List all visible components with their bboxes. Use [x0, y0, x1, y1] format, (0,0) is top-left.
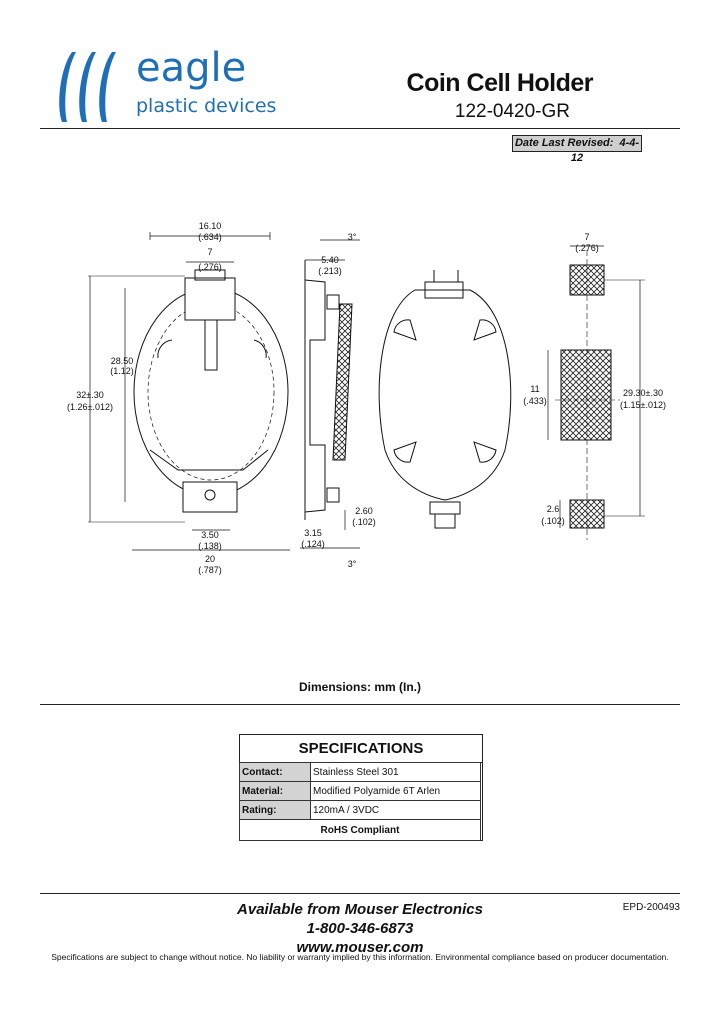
footer-contact: Available from Mouser Electronics 1-800-… [200, 900, 520, 957]
dim-width-total-in: (.787) [198, 565, 222, 575]
header-rule [40, 128, 680, 129]
dim-angle-bottom: 3° [348, 559, 357, 569]
revision-box: Date Last Revised: 4-4-12 [512, 135, 642, 164]
spec-label: Material: [239, 781, 311, 801]
logo-brand: eagle [136, 45, 247, 91]
dim-angle-top: 3° [348, 232, 357, 242]
spec-label: Contact: [239, 762, 311, 782]
dim-small-pad-in: (.102) [541, 516, 565, 526]
dim-height-inner-in: (1.12) [110, 366, 134, 376]
technical-drawing: 16.10 (.634) 7 (.276) 28.50 (1.12) 32±.3… [67, 221, 666, 575]
dim-tab-width: 7 [207, 247, 212, 257]
footer-phone: 1-800-346-6873 [306, 920, 414, 937]
dim-height-outer: 32±.30 [76, 390, 103, 400]
back-view [378, 270, 512, 529]
dim-height-inner: 28.50 [111, 356, 134, 366]
dim-bottom-small-in: (.138) [198, 541, 222, 551]
specs-box: SPECIFICATIONS Contact: Stainless Steel … [239, 734, 483, 841]
dim-center-pad: 11 [530, 384, 539, 394]
dim-bottom-small: 3.50 [201, 530, 219, 540]
spec-value: Modified Polyamide 6T Arlen [310, 781, 481, 801]
units-caption: Dimensions: mm (In.) [298, 680, 421, 694]
dim-span-in: (1.15±.012) [620, 400, 666, 410]
dim-small-pad: 2.6 [547, 504, 560, 514]
spec-value: 120mA / 3VDC [310, 800, 481, 820]
dim-pin-h: 2.60 [355, 506, 373, 516]
logo-tagline: plastic devices [136, 95, 277, 117]
front-dim-labels: 16.10 (.634) 7 (.276) 28.50 (1.12) 32±.3… [67, 221, 222, 575]
dim-pad-width-in: (.276) [575, 243, 599, 253]
doc-id: EPD-200493 [622, 902, 680, 913]
dim-width-top: 16.10 [199, 221, 222, 231]
spec-label: Rating: [239, 800, 311, 820]
drawing-rule [40, 704, 680, 705]
part-number: 122-0420-GR [454, 101, 570, 122]
rohs-compliant: RoHS Compliant [239, 819, 481, 841]
dim-span: 29.30±.30 [623, 388, 663, 398]
dim-center-pad-in: (.433) [523, 396, 547, 406]
spec-row: RoHS Compliant [239, 819, 481, 841]
disclaimer: Specifications are subject to change wit… [51, 952, 669, 962]
dim-width-total: 20 [205, 554, 215, 564]
footer-rule [40, 893, 680, 894]
footer-web-link[interactable]: www.mouser.com [296, 939, 424, 956]
spec-row: Rating: 120mA / 3VDC [239, 800, 481, 820]
dim-offset: 3.15 [304, 528, 322, 538]
footer-available: Available from Mouser Electronics [237, 901, 483, 918]
dim-offset-in: (.124) [301, 539, 325, 549]
spec-row: Contact: Stainless Steel 301 [239, 762, 481, 782]
dim-pin-h-in: (.102) [352, 517, 376, 527]
specs-heading: SPECIFICATIONS [240, 735, 482, 763]
dim-depth-in: (.213) [318, 266, 342, 276]
pad-dim-labels: 7 (.276) 11 (.433) 29.30±.30 (1.15±.012)… [523, 232, 666, 526]
revised-date: 4-4-12 [570, 137, 640, 164]
dim-height-outer-in: (1.26±.012) [67, 402, 113, 412]
revised-label: Date Last Revised: [514, 137, 614, 149]
page-title: Coin Cell Holder [406, 69, 594, 97]
dim-pad-width: 7 [584, 232, 589, 242]
dim-tab-width-in: (.276) [198, 262, 222, 272]
side-view [300, 239, 360, 549]
spec-row: Material: Modified Polyamide 6T Arlen [239, 781, 481, 801]
logo-stripes-icon [59, 52, 116, 122]
side-dim-labels: 3° 5.40 (.213) 2.60 (.102) 3.15 (.124) 3… [301, 232, 376, 569]
logo: eagle plastic devices [48, 46, 278, 126]
front-view [88, 232, 290, 551]
pad-layout [547, 245, 645, 540]
dim-depth: 5.40 [321, 255, 339, 265]
spec-value: Stainless Steel 301 [310, 762, 481, 782]
dim-width-top-in: (.634) [198, 232, 222, 242]
